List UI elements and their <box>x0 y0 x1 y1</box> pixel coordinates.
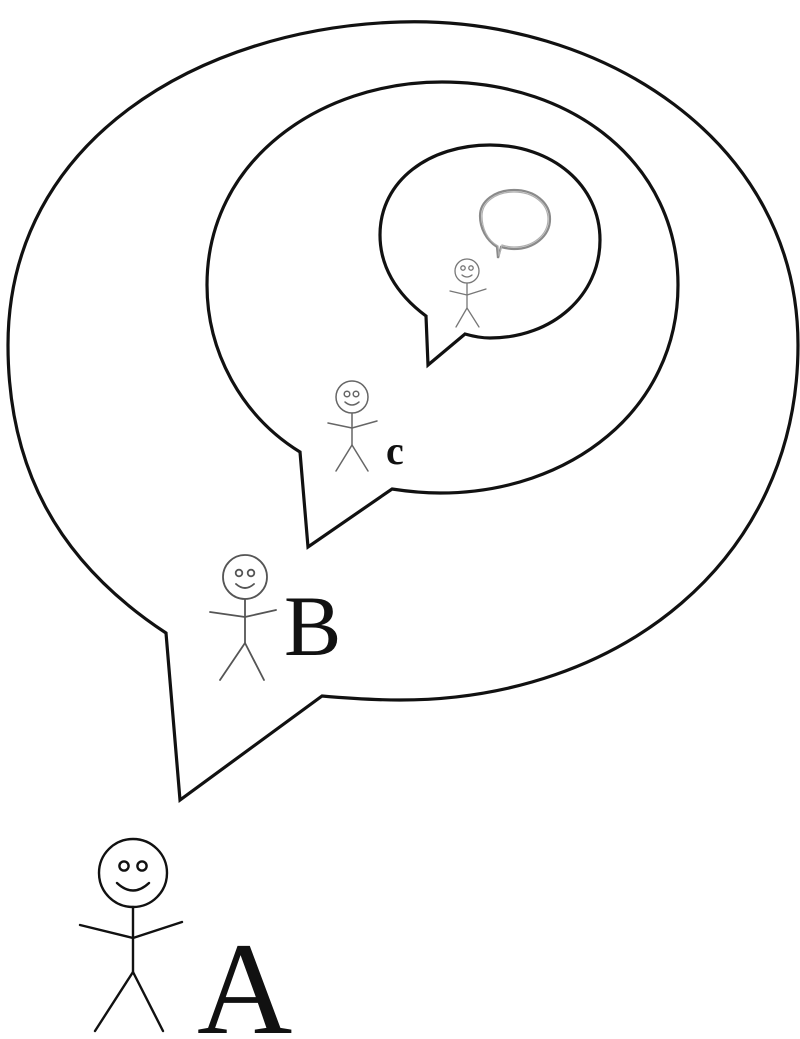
stick-figure-a <box>80 839 182 1031</box>
figure-label-b: B <box>284 578 341 674</box>
eye-icon <box>119 861 128 870</box>
figure-label-a: A <box>197 915 292 1039</box>
eye-icon <box>137 861 146 870</box>
figure-label-c: c <box>386 428 404 473</box>
